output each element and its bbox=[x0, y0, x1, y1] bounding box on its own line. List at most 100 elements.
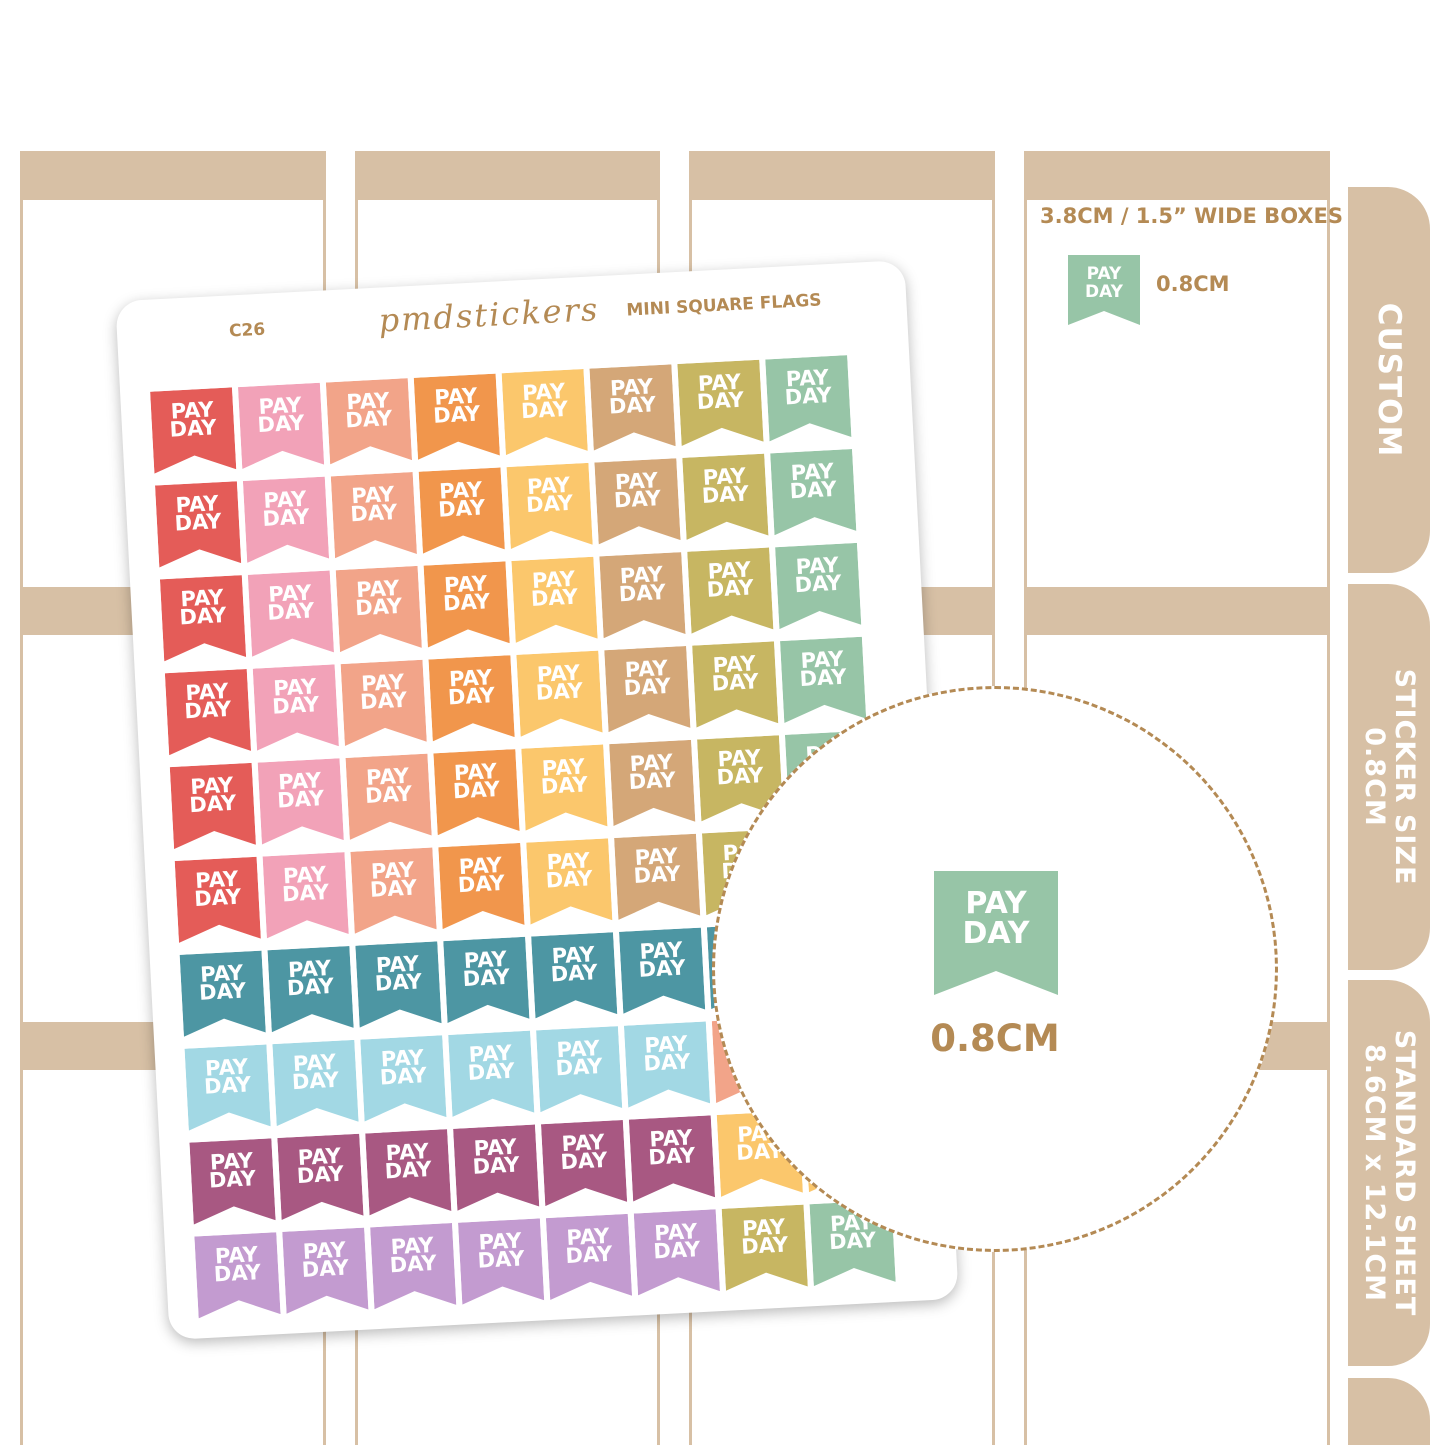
flag-shape bbox=[345, 753, 432, 840]
flag-shape bbox=[335, 565, 422, 653]
flag-shape bbox=[501, 368, 588, 456]
sheet-code: C26 bbox=[228, 319, 266, 342]
tab-custom[interactable]: CUSTOM bbox=[1348, 187, 1430, 573]
zoom-flag-label: PAY bbox=[965, 886, 1028, 921]
flag-shape bbox=[194, 1232, 281, 1319]
flag-shape bbox=[360, 1035, 447, 1122]
flag-shape bbox=[506, 462, 593, 550]
flag-shape bbox=[159, 575, 247, 662]
flag-shape bbox=[272, 1039, 359, 1127]
column-line bbox=[20, 151, 23, 1445]
column-header-4 bbox=[1024, 151, 1330, 200]
flag-shape bbox=[619, 927, 706, 1014]
flag-shape bbox=[433, 749, 520, 836]
flag-shape bbox=[609, 739, 696, 827]
tab-sticker-size-label: STICKER SIZE 0.8CM bbox=[1359, 669, 1420, 886]
flag-shape bbox=[682, 453, 769, 540]
flag-shape bbox=[536, 1026, 623, 1113]
flag-shape bbox=[594, 458, 681, 545]
tab-sticker-size[interactable]: STICKER SIZE 0.8CM bbox=[1348, 584, 1430, 970]
flag-shape bbox=[325, 378, 413, 465]
flag-shape bbox=[247, 570, 334, 657]
flag-shape bbox=[526, 838, 613, 925]
zoom-circle: PAY DAY 0.8CM bbox=[712, 686, 1278, 1252]
flag-shape bbox=[765, 355, 852, 442]
tab-partial[interactable] bbox=[1348, 1378, 1430, 1445]
flag-shape bbox=[599, 552, 686, 639]
flag-shape bbox=[721, 1204, 808, 1291]
flag-shape bbox=[262, 852, 349, 939]
flag-shape bbox=[633, 1209, 720, 1296]
tab-standard-sheet[interactable]: STANDARD SHEET 8.6CM x 12.1CM bbox=[1348, 980, 1430, 1366]
zoom-size-label: 0.8CM bbox=[930, 1017, 1060, 1060]
tab-standard-sheet-label: STANDARD SHEET 8.6CM x 12.1CM bbox=[1359, 1030, 1420, 1317]
flag-shape bbox=[423, 561, 510, 648]
column-header-2 bbox=[355, 151, 660, 200]
